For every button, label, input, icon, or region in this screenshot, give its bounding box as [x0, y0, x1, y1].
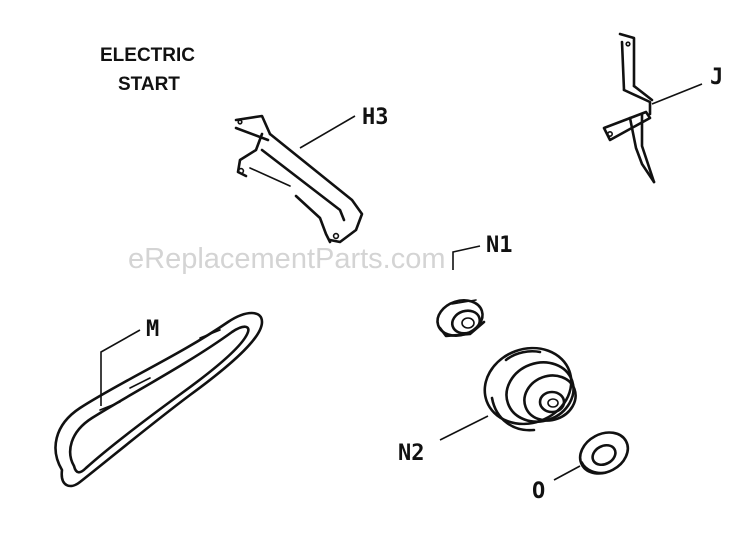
watermark-text: eReplacementParts.com — [128, 243, 446, 275]
leader-line-j — [651, 83, 703, 105]
part-label-n1: N1 — [486, 233, 513, 258]
leader-line-m — [100, 329, 141, 406]
part-label-m: M — [146, 317, 159, 342]
double-pulley-icon — [483, 346, 577, 432]
leader-line-o — [553, 465, 581, 481]
part-label-o: O — [532, 479, 545, 504]
part-label-n2: N2 — [398, 441, 425, 466]
heading-line-2: START — [118, 74, 180, 95]
belt-icon — [54, 311, 264, 488]
washer-icon — [578, 431, 630, 475]
part-label-j: J — [710, 65, 723, 90]
heading-line-1: ELECTRIC — [100, 45, 195, 66]
tine-icon — [602, 32, 656, 184]
bracket-icon — [234, 114, 364, 244]
small-pulley-icon — [436, 299, 486, 338]
leader-line-n1 — [452, 245, 481, 270]
leader-line-h3 — [299, 115, 356, 149]
part-label-h3: H3 — [362, 105, 389, 130]
leader-line-n2 — [439, 415, 489, 441]
